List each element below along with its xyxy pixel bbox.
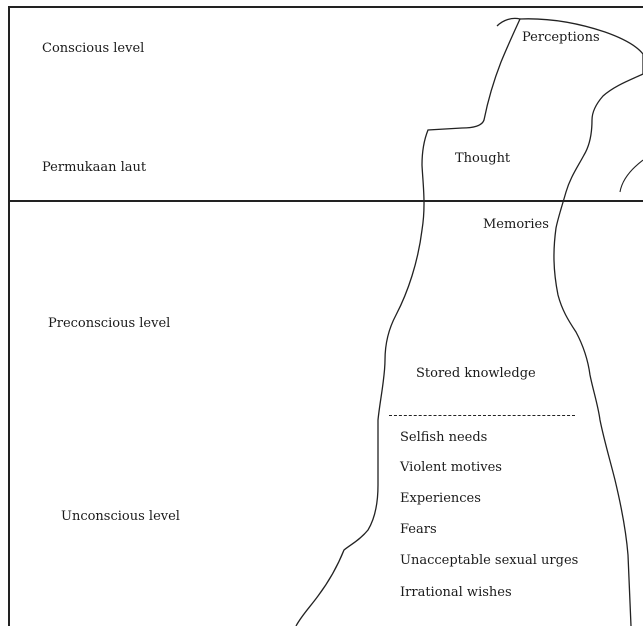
unconscious-level-label: Unconscious level bbox=[61, 509, 180, 524]
unacceptable-sexual-urges-label: Unacceptable sexual urges bbox=[400, 553, 579, 568]
selfish-needs-label: Selfish needs bbox=[400, 430, 488, 445]
stored-knowledge-label: Stored knowledge bbox=[416, 366, 536, 381]
frame-top-border bbox=[8, 6, 643, 8]
violent-motives-label: Violent motives bbox=[400, 460, 502, 475]
frame-left-border bbox=[8, 6, 10, 626]
sea-surface-label: Permukaan laut bbox=[42, 160, 147, 175]
irrational-wishes-label: Irrational wishes bbox=[400, 585, 512, 600]
preconscious-unconscious-divider bbox=[389, 415, 575, 416]
iceberg-right-edge bbox=[519, 18, 643, 626]
memories-label: Memories bbox=[483, 217, 549, 232]
iceberg-left-edge bbox=[295, 17, 521, 626]
perceptions-label: Perceptions bbox=[522, 30, 600, 45]
experiences-label: Experiences bbox=[400, 491, 481, 506]
thought-label: Thought bbox=[455, 151, 511, 166]
preconscious-level-label: Preconscious level bbox=[48, 316, 171, 331]
fears-label: Fears bbox=[400, 522, 437, 537]
water-line bbox=[8, 200, 643, 202]
iceberg-right-tail bbox=[619, 159, 643, 193]
conscious-level-label: Conscious level bbox=[42, 41, 145, 56]
